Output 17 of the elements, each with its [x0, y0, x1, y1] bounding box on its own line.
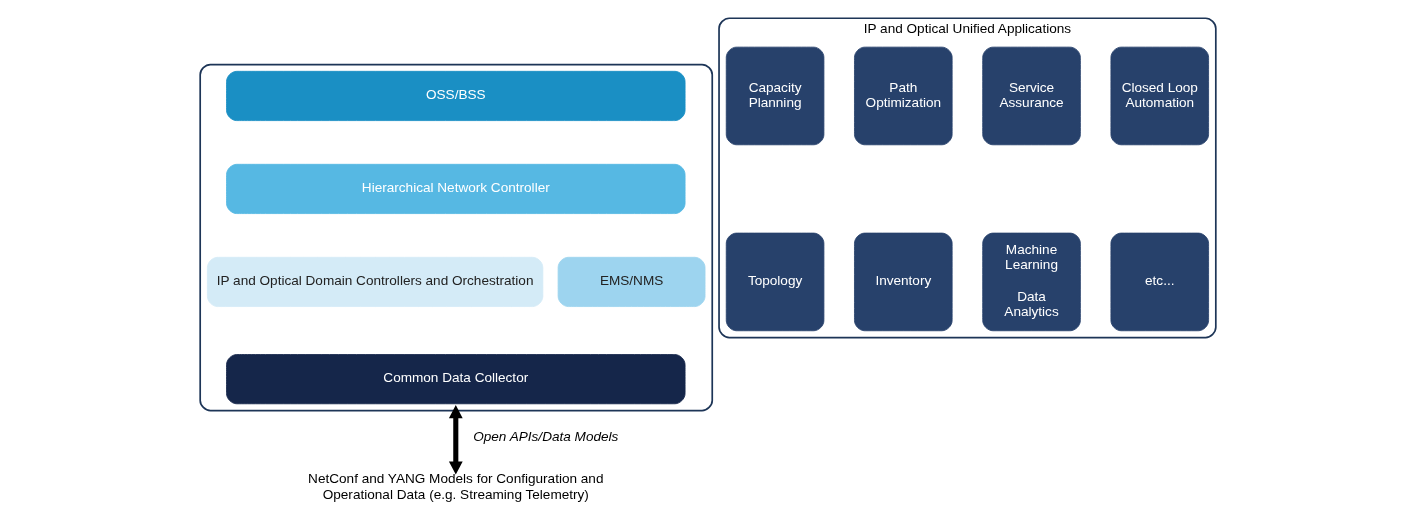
node-box: Capacity Planning [725, 46, 825, 146]
node-text: NetConf and YANG Models for Configuration and Operational Data (e.g. Streaming Telemetry) [308, 471, 604, 502]
node-box: Closed Loop Automation [1110, 46, 1209, 146]
cluster [199, 63, 714, 412]
node-box: Machine Learning Data Analytics [982, 232, 1081, 332]
arrow [448, 405, 463, 475]
node-box: Service Assurance [982, 46, 1081, 146]
node-box: OSS/BSS [226, 70, 686, 121]
node-box: Common Data Collector [226, 354, 686, 405]
node-box: etc... [1110, 232, 1209, 332]
node-box: Path Optimization [854, 46, 953, 146]
node-box: EMS/NMS [557, 256, 706, 307]
node-box: Hierarchical Network Controller [226, 163, 686, 214]
edge-label: Open APIs/Data Models [473, 428, 619, 444]
node-box: Topology [725, 232, 825, 332]
node-box: Inventory [854, 232, 953, 332]
node-box: IP and Optical Domain Controllers and Orchestration [207, 256, 544, 307]
